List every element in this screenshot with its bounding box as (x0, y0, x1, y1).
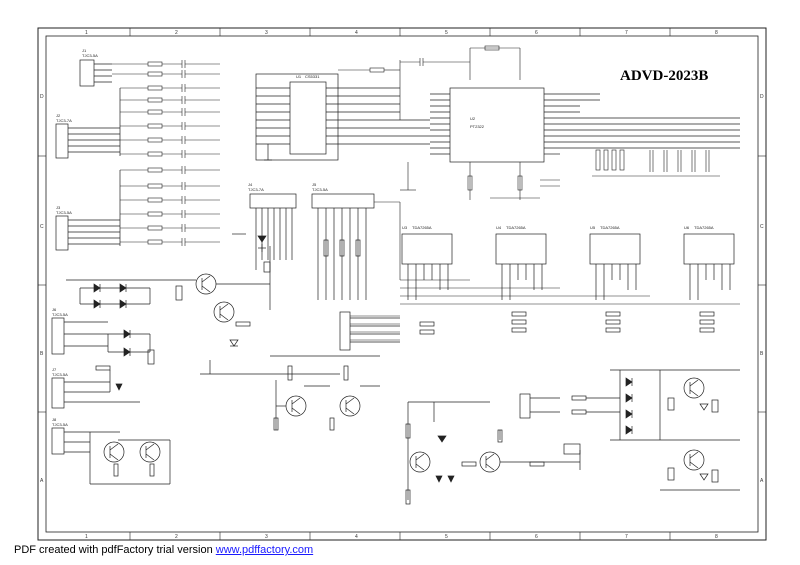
col-label-top: 4 (355, 30, 358, 36)
ic-part-u3: TDA7265A (412, 225, 432, 230)
ic-u5 (589, 233, 641, 333)
col-label-top: 7 (625, 30, 628, 36)
connector-type-j1: TJC3-5A (82, 53, 98, 58)
connector-type-j2: TJC3-7A (56, 118, 72, 123)
connector-ref-j6: J6 (52, 307, 57, 312)
row-label-left: D (40, 94, 44, 100)
row-label-left: C (40, 224, 44, 230)
feedback-network (338, 45, 521, 120)
row-label-right: A (760, 478, 764, 484)
col-label-bottom: 2 (175, 534, 178, 540)
ic-u2 (430, 87, 740, 163)
output-connector (339, 311, 400, 351)
outer-frame (37, 27, 767, 541)
row-labels: D C B A D C B A (40, 94, 764, 484)
input-resistor-ladder (112, 60, 220, 246)
connector-j7 (51, 365, 140, 409)
connector-j8 (51, 427, 170, 485)
connector-ref-j7: J7 (52, 367, 57, 372)
ic-part-u6: TDA7265A (694, 225, 714, 230)
ic-part-u4: TDA7265A (506, 225, 526, 230)
connector-ref-j4: J4 (248, 182, 253, 187)
row-label-right: D (760, 94, 764, 100)
col-label-top: 2 (175, 30, 178, 36)
connector-type-j3: TJC3-5A (56, 210, 72, 215)
ic-u4 (495, 233, 547, 333)
ic-part-u1: CS5331 (305, 74, 320, 79)
ic-u6 (683, 233, 735, 333)
inner-frame (45, 35, 759, 533)
ic-ref-u6: U6 (684, 225, 690, 230)
connector-type-j5: TJC3-5A (312, 187, 328, 192)
col-label-top: 1 (85, 30, 88, 36)
connector-j5 (311, 193, 375, 300)
connector-ref-j5: J5 (312, 182, 317, 187)
connector-type-j7: TJC3-5A (52, 372, 68, 377)
connector-ref-j2: J2 (56, 113, 61, 118)
row-ticks (38, 155, 766, 413)
ic-ref-u4: U4 (496, 225, 502, 230)
power-switch-circuit (405, 393, 620, 505)
power-supply (66, 233, 340, 375)
ic-part-u2: PT2322 (470, 124, 485, 129)
pdf-footer: PDF created with pdfFactory trial versio… (14, 544, 313, 556)
connector-type-j4: TJC3-7A (248, 187, 264, 192)
rectifier-regulators (610, 369, 740, 491)
col-label-bottom: 8 (715, 534, 718, 540)
connector-j4 (249, 193, 297, 270)
col-label-top: 5 (445, 30, 448, 36)
connector-ref-j3: J3 (56, 205, 61, 210)
connector-j3 (55, 170, 121, 251)
col-label-top: 8 (715, 30, 718, 36)
ic-u3 (401, 233, 453, 335)
u2-support (400, 162, 560, 200)
col-label-bottom: 1 (85, 534, 88, 540)
col-label-bottom: 7 (625, 534, 628, 540)
col-label-bottom: 5 (445, 534, 448, 540)
mute-transistors (103, 439, 171, 484)
row-label-left: B (40, 351, 44, 357)
output-capacitor-bank (592, 149, 720, 177)
connector-ref-j1: J1 (82, 48, 87, 53)
pdf-footer-text: PDF created with pdfFactory trial versio… (14, 544, 216, 556)
col-label-bottom: 6 (535, 534, 538, 540)
drawing-title: ADVD-2023B (620, 68, 708, 84)
signal-bus (350, 201, 740, 341)
ic-u1 (255, 73, 430, 161)
ic-ref-u2: U2 (470, 116, 476, 121)
connector-j1 (79, 59, 112, 87)
connector-j2 (55, 88, 121, 159)
ic-ref-u3: U3 (402, 225, 408, 230)
column-labels: 1 2 3 4 5 6 7 8 1 2 3 4 5 6 7 8 (85, 30, 718, 540)
col-label-bottom: 4 (355, 534, 358, 540)
col-label-bottom: 3 (265, 534, 268, 540)
col-label-top: 3 (265, 30, 268, 36)
row-label-right: C (760, 224, 764, 230)
row-label-left: A (40, 478, 44, 484)
mute-control-transistors (270, 355, 380, 431)
row-label-right: B (760, 351, 764, 357)
ic-part-u5: TDA7265A (600, 225, 620, 230)
connector-type-j6: TJC3-5A (52, 312, 68, 317)
connector-j6 (51, 317, 108, 355)
ic-ref-u1: U1 (296, 74, 302, 79)
ic-ref-u5: U5 (590, 225, 596, 230)
connector-ref-j8: J8 (52, 417, 57, 422)
connector-type-j8: TJC3-5A (52, 422, 68, 427)
column-ticks (129, 28, 671, 540)
pdffactory-link[interactable]: www.pdffactory.com (215, 544, 314, 556)
col-label-top: 6 (535, 30, 538, 36)
